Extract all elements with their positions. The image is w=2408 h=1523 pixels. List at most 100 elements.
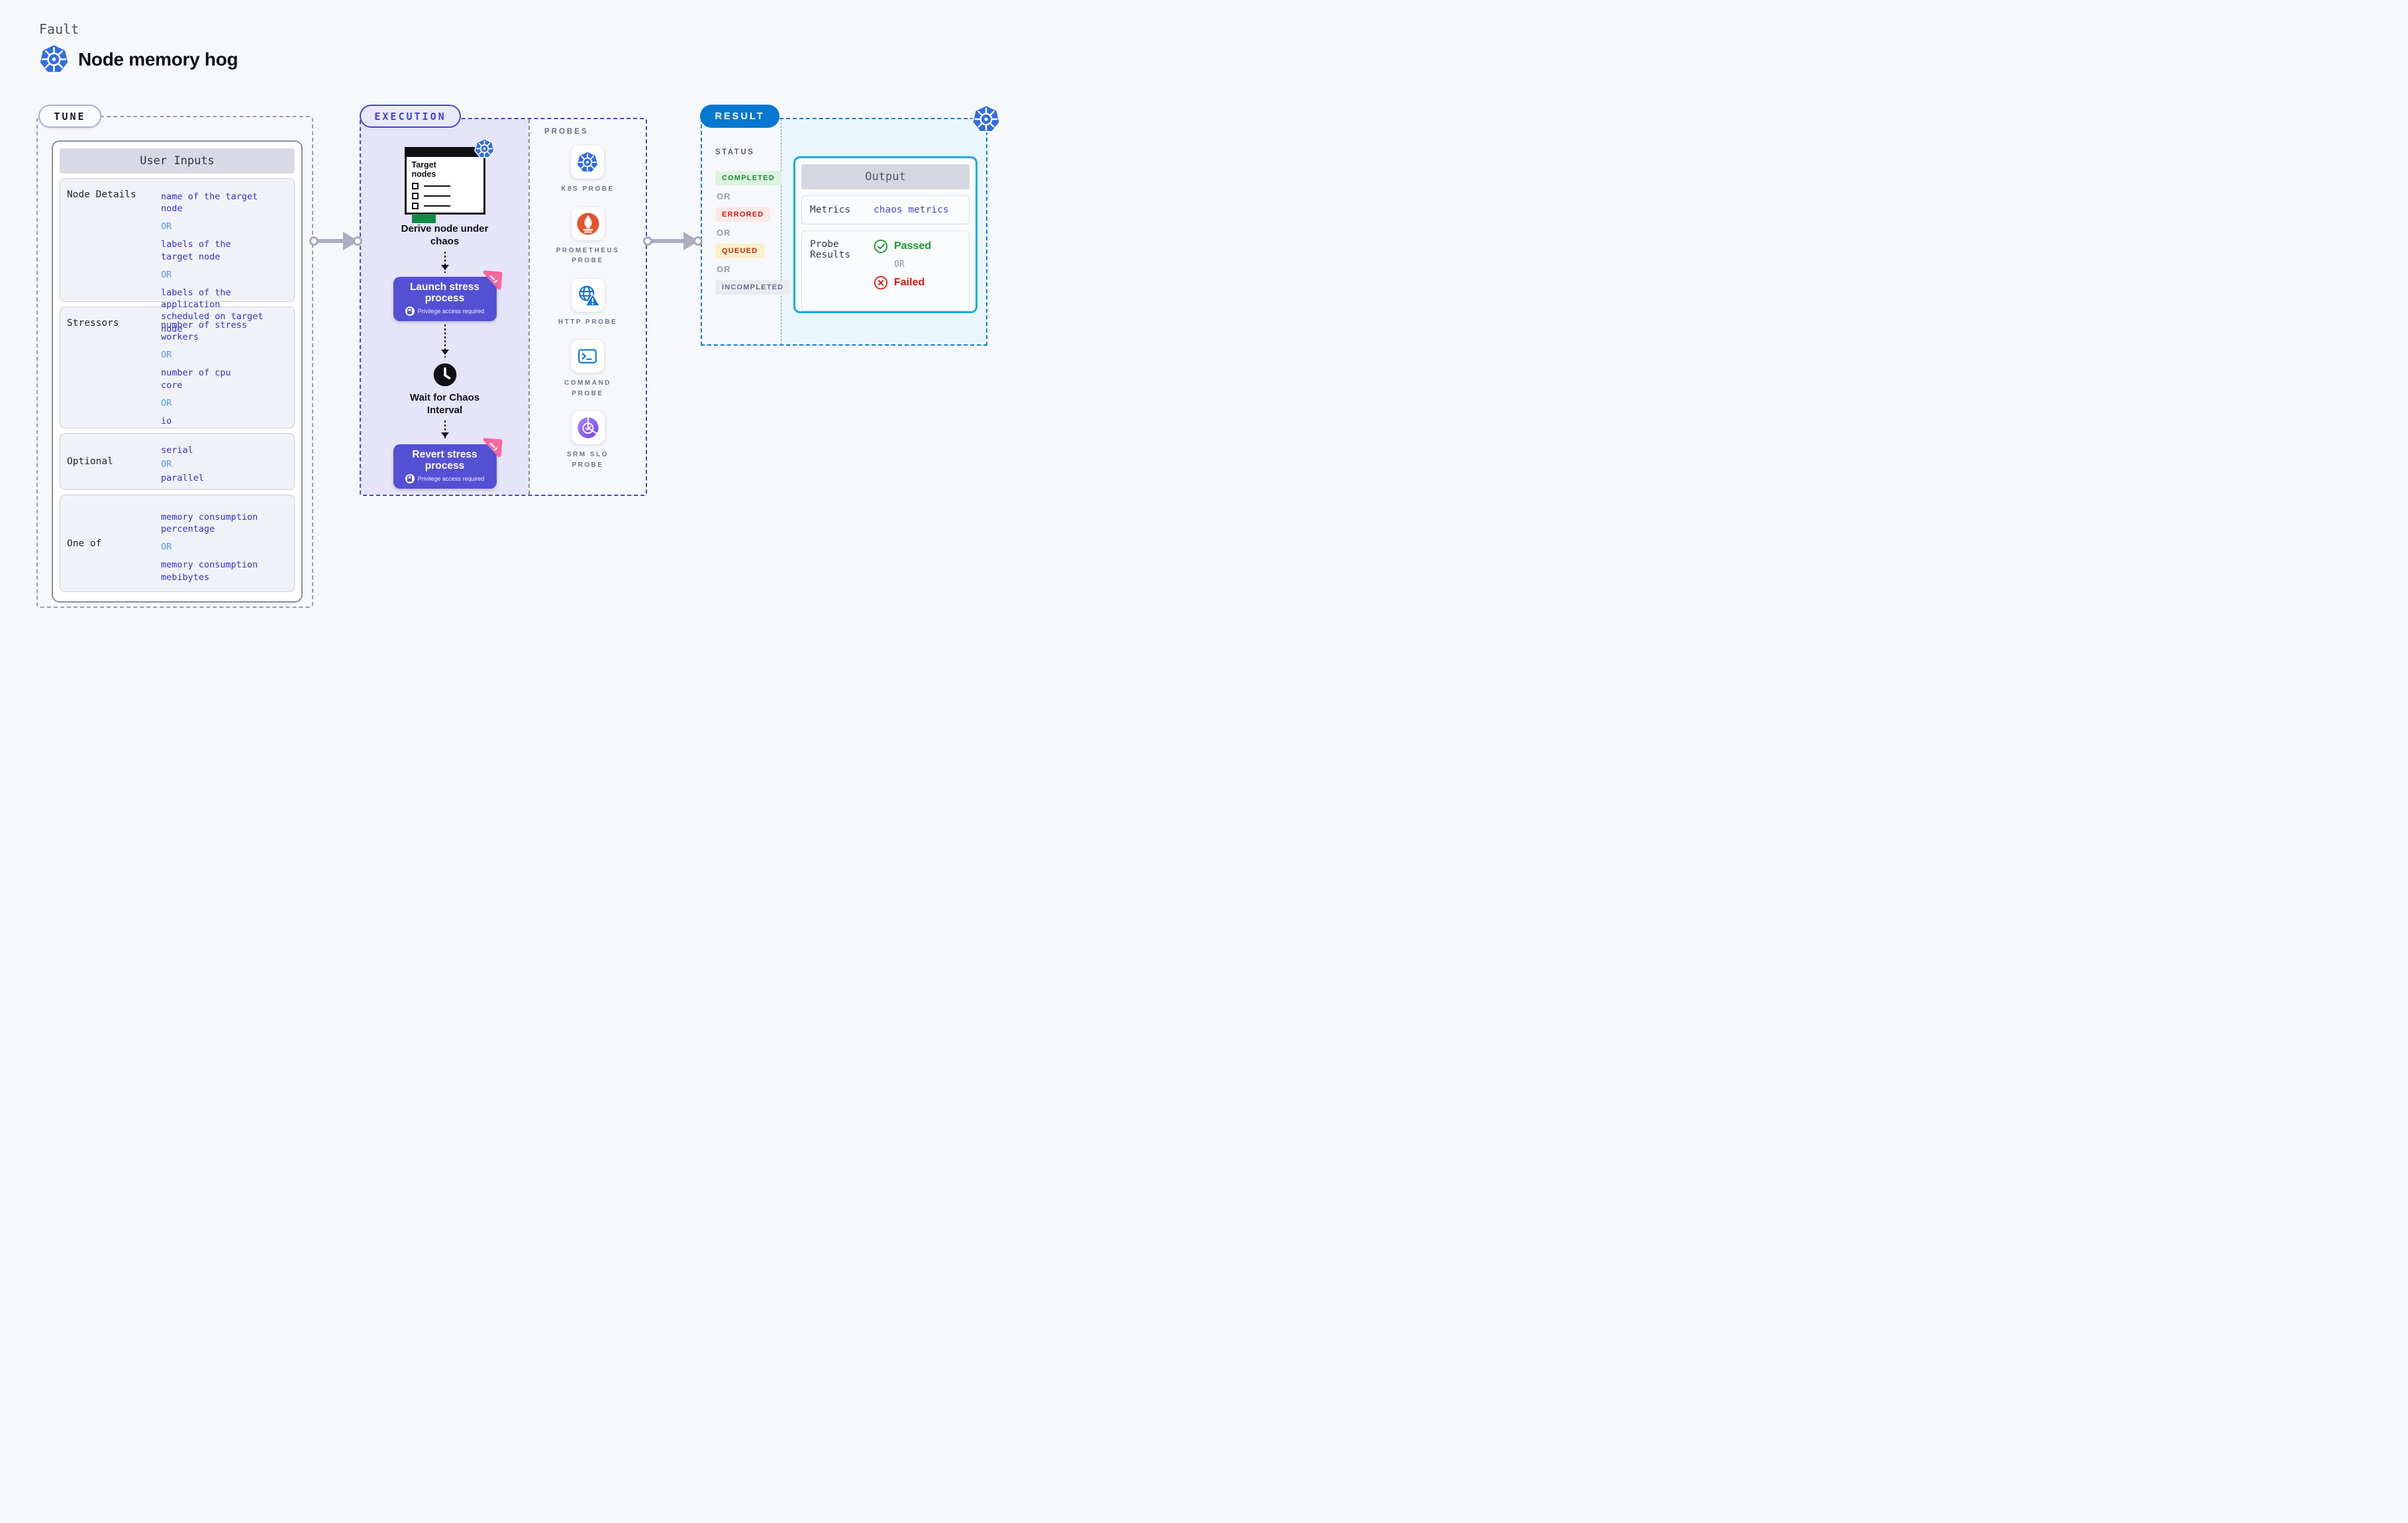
checkbox-icon (411, 182, 419, 189)
probe-card (571, 146, 605, 179)
input-row-label: One of (67, 538, 102, 549)
output-card: Output Metrics chaos metrics Probe Resul… (793, 156, 978, 313)
status-badge-incompleted: INCOMPLETED (715, 280, 791, 295)
probe-results-row: Probe Results Passed OR (801, 230, 970, 311)
probe-results-label: Probe Results (810, 239, 851, 260)
probe-card (571, 278, 605, 312)
result-section: STATUS COMPLETED OR ERRORED OR QUEUED OR… (701, 105, 1001, 346)
metrics-value: chaos metrics (874, 205, 949, 215)
user-inputs-card: User Inputs Node Details name of the tar… (52, 140, 303, 603)
dotted-arrow-down (440, 324, 449, 358)
kubernetes-icon (972, 105, 1001, 133)
node-list-item (411, 202, 483, 209)
probe-label: SRM SLO PROBE (566, 451, 609, 469)
input-row-label: Node Details (67, 189, 136, 200)
input-option: parallel (161, 473, 205, 484)
window-titlebar (406, 149, 483, 157)
or-separator: OR (717, 191, 731, 201)
step-caption-wait: Wait for Chaos Interval (409, 392, 480, 416)
privilege-note: Privilege access required (417, 475, 485, 483)
prometheus-icon (576, 212, 599, 235)
execution-probes-divider (528, 119, 530, 495)
output-header: Output (801, 164, 970, 189)
srm-slo-icon (577, 417, 599, 438)
status-header: STATUS (715, 148, 755, 156)
metrics-label: Metrics (810, 205, 851, 215)
probe-item-command: COMMAND PROBE (564, 340, 611, 399)
probe-card (571, 207, 605, 240)
input-row-stressors: Stressors number of stress workers OR nu… (60, 307, 295, 428)
failed-label: Failed (894, 277, 925, 288)
experiment-ribbon-icon (483, 270, 502, 289)
checkbox-icon (411, 202, 419, 209)
or-separator: OR (161, 269, 172, 280)
probe-item-http: HTTP PROBE (558, 278, 618, 328)
input-row-optional: Optional serial OR parallel (60, 433, 295, 490)
node-list-item (411, 192, 483, 199)
kubernetes-icon (576, 151, 599, 173)
node-list-item (411, 182, 483, 189)
probes-header: PROBES (544, 128, 589, 136)
or-separator: OR (717, 264, 731, 274)
probe-label: HTTP PROBE (558, 318, 618, 326)
passed-label: Passed (894, 240, 932, 252)
target-nodes-title: Target nodes (411, 160, 436, 179)
input-option: memory consumption mebibytes (161, 560, 258, 583)
probe-card (571, 340, 605, 373)
status-badge-completed: COMPLETED (715, 171, 781, 185)
input-option: labels of the application scheduled on t… (161, 287, 264, 334)
step-caption-derive: Derive node under chaos (401, 223, 489, 247)
input-option: memory consumption percentage (161, 512, 258, 535)
or-separator: OR (894, 260, 905, 270)
status-badge-errored: ERRORED (715, 207, 771, 222)
result-badge: RESULT (700, 105, 779, 128)
experiment-ribbon-icon (483, 438, 502, 458)
probe-card (571, 411, 605, 444)
terminal-icon (578, 349, 597, 364)
probe-label: K8S PROBE (561, 185, 615, 193)
x-circle-icon (874, 275, 888, 290)
or-separator: OR (161, 459, 172, 470)
dotted-arrow-down (440, 251, 449, 273)
title-bar: Node memory hog (38, 44, 238, 75)
input-option: number of stress workers (161, 320, 248, 343)
or-separator: OR (717, 228, 731, 238)
execution-badge: EXECUTION (360, 105, 461, 128)
input-option: labels of the target node (161, 239, 231, 262)
probe-item-srm-slo: SRM SLO PROBE (567, 411, 609, 470)
input-option: serial (161, 445, 193, 456)
metrics-row: Metrics chaos metrics (801, 195, 970, 224)
page-title: Node memory hog (78, 48, 238, 70)
input-row-label: Optional (67, 456, 113, 467)
kubernetes-icon (38, 44, 70, 74)
input-row-one-of: One of memory consumption percentage OR … (60, 495, 295, 592)
flow-arrow (643, 231, 703, 251)
privilege-note: Privilege access required (417, 308, 485, 315)
tune-badge: TUNE (38, 105, 101, 128)
target-nodes-card: Target nodes (404, 138, 495, 223)
probe-label: COMMAND PROBE (564, 379, 611, 397)
lock-icon (405, 474, 415, 484)
action-bar (411, 213, 436, 223)
input-option: io (161, 415, 172, 426)
button-title: Launch stress process (409, 281, 480, 305)
flow-arrow (309, 231, 362, 251)
launch-stress-button: Launch stress process Privilege access r… (393, 270, 502, 322)
lock-icon (405, 307, 415, 317)
status-badge-queued: QUEUED (715, 244, 765, 258)
input-option: number of cpu core (161, 368, 231, 391)
input-row-label: Stressors (67, 318, 119, 328)
probe-label: PROMETHEUS PROBE (556, 246, 620, 265)
probe-item-k8s: K8S PROBE (561, 146, 614, 195)
fault-diagram: Fault Node memory hog TUNE User Inputs N… (0, 0, 1038, 657)
button-title: Revert stress process (412, 448, 477, 472)
check-circle-icon (874, 239, 888, 254)
or-separator: OR (161, 350, 172, 361)
execution-section: Target nodes Derive node under chaos Lau… (360, 118, 647, 496)
or-separator: OR (161, 542, 172, 553)
probes-panel: PROBES K8S PROBE (530, 119, 646, 495)
checkbox-icon (411, 192, 419, 199)
kubernetes-icon (474, 138, 495, 158)
http-globe-icon (578, 285, 599, 306)
status-column: STATUS COMPLETED OR ERRORED OR QUEUED OR… (715, 148, 791, 301)
